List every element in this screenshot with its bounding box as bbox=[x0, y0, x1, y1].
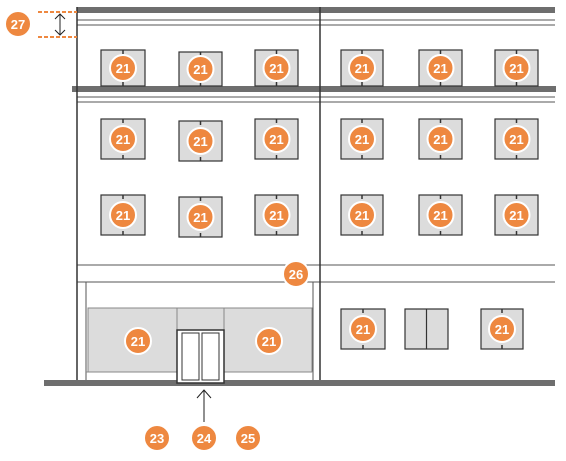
marker-27: 27 bbox=[4, 10, 32, 38]
marker-21: 21 bbox=[109, 125, 137, 153]
marker-label: 21 bbox=[193, 62, 207, 77]
roof-beam bbox=[77, 7, 555, 13]
entrance-door-leaf bbox=[201, 332, 220, 381]
marker-label: 26 bbox=[289, 267, 303, 282]
marker-label: 21 bbox=[116, 208, 130, 223]
marker-25: 25 bbox=[234, 424, 262, 452]
entrance-door-leaf bbox=[181, 332, 200, 381]
marker-21: 21 bbox=[186, 55, 215, 83]
callout-markers: 27 26 23 24 25 21 21 21 21 21 21 21 21 21 21 21 21 2… bbox=[4, 10, 531, 452]
marker-label: 21 bbox=[131, 334, 145, 349]
marker-21: 21 bbox=[348, 54, 376, 82]
marker-label: 21 bbox=[355, 132, 369, 147]
marker-label: 23 bbox=[150, 431, 164, 446]
marker-label: 25 bbox=[241, 431, 255, 446]
marker-label: 21 bbox=[355, 208, 369, 223]
marker-21: 21 bbox=[124, 327, 152, 355]
marker-21: 21 bbox=[502, 125, 531, 153]
marker-21: 21 bbox=[186, 203, 215, 231]
marker-21: 21 bbox=[426, 54, 455, 82]
ground-line bbox=[44, 380, 555, 386]
marker-label: 21 bbox=[433, 61, 447, 76]
marker-26: 26 bbox=[282, 260, 310, 288]
marker-21: 21 bbox=[109, 201, 137, 229]
marker-24: 24 bbox=[190, 424, 218, 452]
window bbox=[404, 308, 449, 350]
double-arrow-vertical-icon bbox=[54, 13, 66, 36]
marker-23: 23 bbox=[143, 424, 171, 452]
marker-21: 21 bbox=[426, 201, 455, 229]
marker-label: 21 bbox=[433, 208, 447, 223]
marker-label: 27 bbox=[11, 17, 25, 32]
building-structure bbox=[44, 7, 556, 386]
marker-label: 21 bbox=[495, 322, 509, 337]
marker-label: 21 bbox=[355, 61, 369, 76]
arrow-up-icon bbox=[196, 389, 212, 422]
marker-label: 21 bbox=[116, 132, 130, 147]
marker-label: 21 bbox=[262, 334, 276, 349]
floor-slab bbox=[72, 86, 556, 92]
marker-21: 21 bbox=[262, 125, 291, 153]
marker-label: 21 bbox=[433, 132, 447, 147]
marker-21: 21 bbox=[502, 201, 531, 229]
marker-label: 21 bbox=[269, 61, 283, 76]
marker-21: 21 bbox=[255, 327, 283, 355]
marker-21: 21 bbox=[186, 127, 215, 155]
marker-label: 21 bbox=[509, 208, 523, 223]
marker-label: 21 bbox=[193, 210, 207, 225]
marker-21: 21 bbox=[426, 125, 455, 153]
marker-21: 21 bbox=[349, 315, 377, 343]
marker-label: 21 bbox=[356, 322, 370, 337]
marker-21: 21 bbox=[348, 201, 376, 229]
marker-label: 21 bbox=[193, 134, 207, 149]
marker-21: 21 bbox=[262, 201, 291, 229]
shop-transom bbox=[176, 307, 225, 331]
marker-label: 21 bbox=[116, 61, 130, 76]
marker-21: 21 bbox=[348, 125, 376, 153]
marker-21: 21 bbox=[488, 315, 516, 343]
marker-label: 21 bbox=[509, 132, 523, 147]
marker-21: 21 bbox=[262, 54, 291, 82]
marker-label: 21 bbox=[269, 132, 283, 147]
marker-label: 24 bbox=[197, 431, 212, 446]
marker-21: 21 bbox=[502, 54, 531, 82]
height-dimension bbox=[38, 11, 77, 38]
marker-21: 21 bbox=[109, 54, 137, 82]
marker-label: 21 bbox=[269, 208, 283, 223]
marker-label: 21 bbox=[509, 61, 523, 76]
